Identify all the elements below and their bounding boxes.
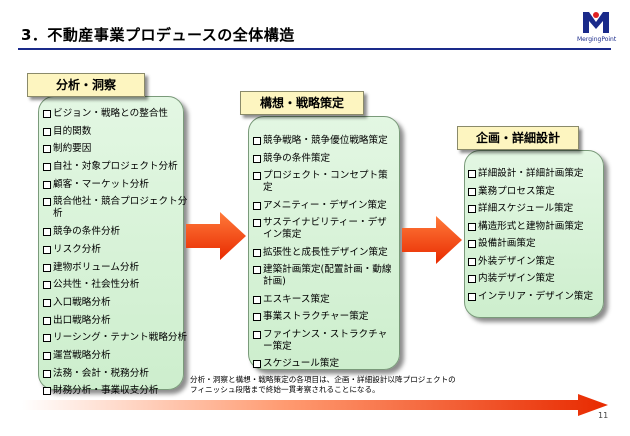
list-item: 競争の条件策定 (253, 153, 393, 165)
checkbox-icon (43, 334, 51, 343)
list-item: 公共性・社会性分析 (43, 279, 193, 291)
checkbox-icon (468, 275, 476, 283)
list-item: 事業ストラクチャー策定 (253, 311, 393, 323)
checkbox-icon (253, 154, 261, 163)
analysis-label: 分析・洞察 (27, 73, 145, 97)
planning-list: 詳細設計・詳細計画策定 業務プロセス策定 詳細スケジュール策定 構造形式と建物計… (468, 168, 600, 303)
list-item: 競争戦略・競争優位戦略策定 (253, 135, 393, 147)
logo-wordmark: MergingPoint (577, 36, 617, 43)
list-item: インテリア・デザイン策定 (468, 291, 600, 303)
list-item: 法務・会計・税務分析 (43, 368, 193, 380)
list-item: 構造形式と建物計画策定 (468, 221, 600, 233)
checkbox-icon (43, 298, 51, 307)
list-item: 運営戦略分析 (43, 350, 193, 362)
checkbox-icon (253, 201, 261, 210)
list-item: 自社・対象プロジェクト分析 (43, 161, 193, 173)
list-item: スケジュール策定 (253, 358, 393, 370)
checkbox-icon (253, 360, 261, 368)
checkbox-icon (468, 292, 476, 301)
list-item: 拡張性と成長性デザイン策定 (253, 247, 393, 259)
list-item: プロジェクト・コンセプト策定 (253, 170, 393, 194)
page-title: 3．不動産事業プロデュースの全体構造 (21, 26, 295, 44)
checkbox-icon (43, 228, 51, 237)
analysis-list: ビジョン・戦略との整合性 目的関数 制約要因 自社・対象プロジェクト分析 顧客・… (43, 108, 193, 397)
list-item: アメニティー・デザイン策定 (253, 200, 393, 212)
footnote: 分析・洞察と構想・戦略策定の各項目は、企画・詳細設計以降プロジェクトのフィニッシ… (190, 375, 456, 394)
checkbox-icon (253, 295, 261, 304)
list-item: ファイナンス・ストラクチャー策定 (253, 329, 393, 353)
checkbox-icon (468, 240, 476, 248)
list-item: 競争の条件分析 (43, 226, 193, 238)
checkbox-icon (43, 198, 51, 207)
checkbox-icon (253, 266, 261, 274)
checkbox-icon (468, 187, 476, 196)
strategy-list: 競争戦略・競争優位戦略策定 競争の条件策定 プロジェクト・コンセプト策定 アメニ… (253, 135, 393, 370)
logo: MergingPoint (577, 10, 617, 46)
checkbox-icon (253, 219, 261, 227)
list-item: 設備計画策定 (468, 238, 600, 250)
planning-label: 企画・詳細設計 (457, 126, 579, 150)
checkbox-icon (43, 281, 51, 290)
list-item: 財務分析・事業収支分析 (43, 385, 193, 397)
flow-arrow-icon (402, 216, 462, 264)
checkbox-icon (43, 369, 51, 378)
checkbox-icon (43, 145, 51, 154)
checkbox-icon (253, 330, 261, 339)
checkbox-icon (468, 205, 476, 213)
long-flow-arrow-icon (22, 394, 608, 416)
list-item: 競合他社・競合プロジェクト分析 (43, 196, 193, 220)
checkbox-icon (468, 170, 476, 178)
list-item: 外装デザイン策定 (468, 256, 600, 268)
checkbox-icon (43, 316, 51, 325)
analysis-panel (38, 96, 184, 390)
list-item: 内装デザイン策定 (468, 273, 600, 285)
checkbox-icon (253, 172, 261, 180)
checkbox-icon (468, 257, 476, 266)
list-item: 出口戦略分析 (43, 315, 193, 327)
list-item: サステイナビリティー・デザイン策定 (253, 217, 393, 241)
list-item: 目的関数 (43, 126, 193, 138)
checkbox-icon (43, 387, 51, 396)
checkbox-icon (43, 127, 51, 136)
checkbox-icon (253, 137, 261, 145)
list-item: 建築計画策定(配置計画・動線計画) (253, 264, 393, 288)
list-item: リスク分析 (43, 244, 193, 256)
list-item: 詳細設計・詳細計画策定 (468, 168, 600, 180)
list-item: 入口戦略分析 (43, 297, 193, 309)
page-number: 11 (598, 411, 609, 420)
checkbox-icon (43, 245, 51, 254)
flow-arrow-icon (186, 212, 246, 260)
checkbox-icon (253, 248, 261, 257)
list-item: 顧客・マーケット分析 (43, 179, 193, 191)
strategy-label: 構想・戦略策定 (240, 91, 364, 115)
strategy-panel (248, 116, 400, 370)
merging-point-logo-icon (582, 10, 610, 34)
checkbox-icon (468, 222, 476, 231)
list-item: 詳細スケジュール策定 (468, 203, 600, 215)
planning-panel (464, 150, 604, 318)
list-item: 建物ボリューム分析 (43, 262, 193, 274)
title-divider (18, 48, 611, 50)
checkbox-icon (43, 110, 51, 118)
list-item: エスキース策定 (253, 294, 393, 306)
list-item: リーシング・テナント戦略分析 (43, 332, 193, 344)
checkbox-icon (43, 351, 51, 360)
list-item: 制約要因 (43, 143, 193, 155)
checkbox-icon (253, 313, 261, 321)
checkbox-icon (43, 263, 51, 272)
list-item: 業務プロセス策定 (468, 186, 600, 198)
list-item: ビジョン・戦略との整合性 (43, 108, 193, 120)
checkbox-icon (43, 163, 51, 172)
checkbox-icon (43, 180, 51, 189)
